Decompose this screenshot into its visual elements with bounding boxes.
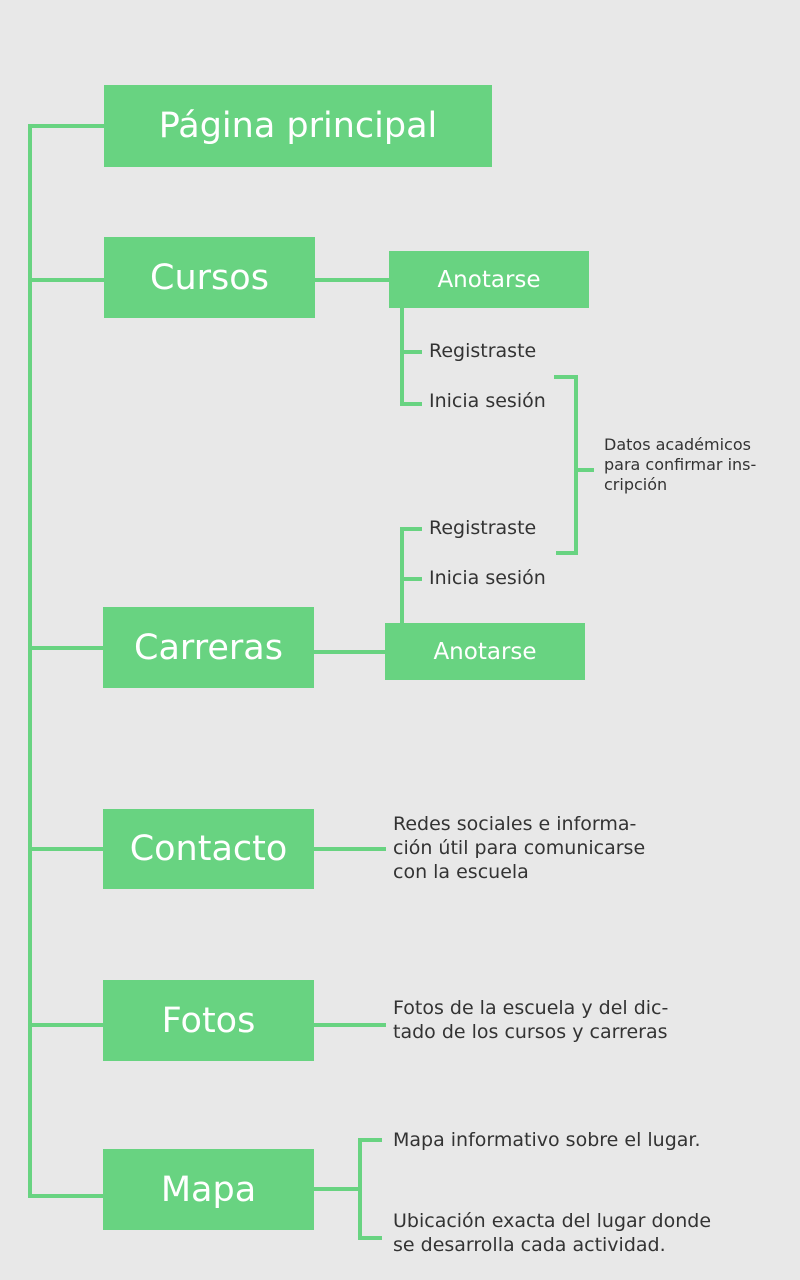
mapa-note-first: Mapa informativo sobre el lugar.	[393, 1129, 701, 1151]
mapa-note-line: se desarrolla cada actividad.	[393, 1234, 666, 1256]
datos-bracket-top	[554, 375, 578, 379]
cursos-anotarse-node[interactable]: Anotarse	[389, 251, 589, 308]
fotos-to-note	[314, 1023, 386, 1027]
node-home-label: Página principal	[158, 106, 438, 146]
main-spine	[28, 124, 32, 1198]
mapa-note-line: Ubicación exacta del lugar donde	[393, 1210, 712, 1232]
fotos-note-line: tado de los cursos y carreras	[393, 1021, 668, 1043]
carreras-inicia-tick	[400, 577, 422, 581]
fotos-note: Fotos de la escuela y del dic- tado de l…	[393, 996, 668, 1044]
node-mapa-label: Mapa	[160, 1169, 257, 1210]
connector-carreras	[28, 646, 104, 650]
cursos-anotarse-label: Anotarse	[437, 266, 541, 293]
node-home[interactable]: Página principal	[104, 85, 492, 167]
cursos-to-anotarse	[315, 278, 389, 282]
mapa-bracket-bottom	[358, 1236, 382, 1240]
carreras-registraste[interactable]: Registraste	[429, 517, 537, 539]
node-contacto[interactable]: Contacto	[103, 809, 314, 889]
connector-mapa	[28, 1194, 104, 1198]
node-carreras[interactable]: Carreras	[103, 607, 314, 688]
mapa-bracket-vertical	[358, 1138, 362, 1240]
datos-bracket-bottom	[556, 551, 578, 555]
node-mapa[interactable]: Mapa	[103, 1149, 314, 1230]
connector-contacto	[28, 847, 104, 851]
node-contacto-label: Contacto	[129, 829, 288, 869]
node-cursos-label: Cursos	[150, 257, 269, 298]
datos-bracket-vertical	[574, 375, 578, 555]
carreras-inicia-sesion[interactable]: Inicia sesión	[429, 567, 546, 589]
node-fotos[interactable]: Fotos	[103, 980, 314, 1061]
carreras-subspine	[400, 527, 404, 624]
datos-note-line: Datos académicos	[604, 435, 751, 454]
mapa-bracket-top	[358, 1138, 382, 1142]
carreras-to-anotarse	[314, 650, 386, 654]
datos-note-line: para confirmar ins-	[604, 455, 757, 474]
contacto-note-line: con la escuela	[393, 861, 529, 883]
mapa-note-second: Ubicación exacta del lugar donde se desa…	[393, 1209, 711, 1257]
cursos-subspine	[400, 308, 404, 405]
mapa-to-bracket	[314, 1187, 360, 1191]
contacto-to-note	[314, 847, 386, 851]
connector-fotos	[28, 1023, 104, 1027]
carreras-registraste-tick	[400, 527, 422, 531]
cursos-inicia-sesion[interactable]: Inicia sesión	[429, 390, 546, 412]
contacto-note-line: Redes sociales e informa-	[393, 813, 637, 835]
contacto-note: Redes sociales e informa- ción útil para…	[393, 812, 645, 884]
cursos-inicia-tick	[400, 402, 422, 406]
datos-note: Datos académicos para confirmar ins- cri…	[604, 435, 756, 495]
carreras-anotarse-node[interactable]: Anotarse	[385, 623, 585, 680]
connector-home	[28, 124, 104, 128]
fotos-note-line: Fotos de la escuela y del dic-	[393, 997, 669, 1019]
cursos-registraste[interactable]: Registraste	[429, 340, 537, 362]
carreras-anotarse-label: Anotarse	[433, 638, 537, 665]
cursos-registraste-tick	[400, 350, 422, 354]
node-carreras-label: Carreras	[134, 627, 283, 668]
node-fotos-label: Fotos	[161, 1000, 256, 1041]
connector-cursos	[28, 278, 104, 282]
contacto-note-line: ción útil para comunicarse	[393, 837, 646, 859]
datos-bracket-tick	[574, 468, 594, 472]
datos-note-line: cripción	[604, 475, 668, 494]
node-cursos[interactable]: Cursos	[104, 237, 315, 318]
